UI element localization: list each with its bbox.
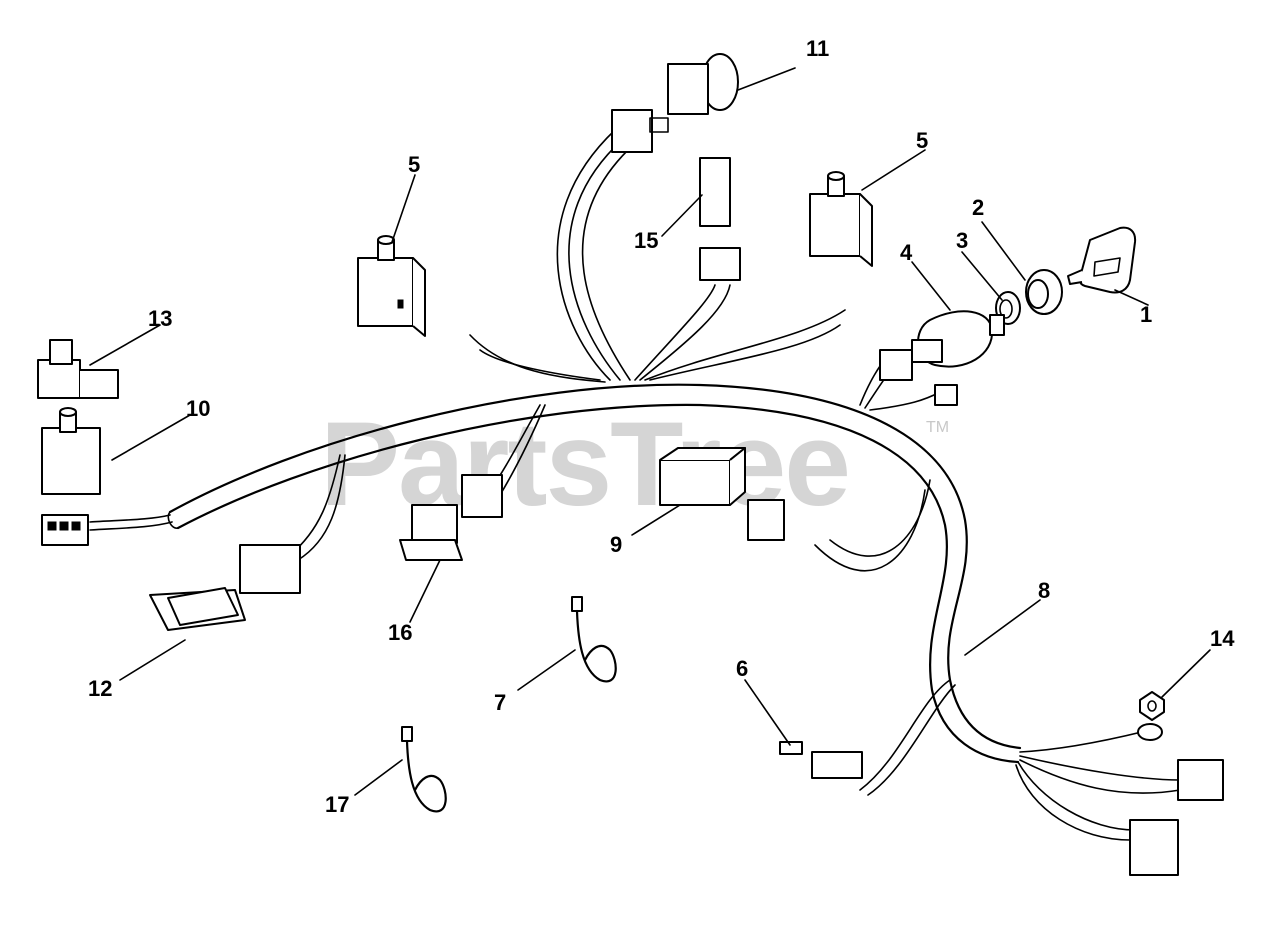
solenoid-part[interactable] (149, 544, 301, 631)
callout-3: 3 (956, 228, 968, 253)
callout-13: 13 (148, 306, 172, 331)
callout-7: 7 (494, 690, 506, 715)
fuse-part[interactable] (779, 741, 863, 779)
callout-5a: 5 (408, 152, 420, 177)
key-part[interactable] (1067, 226, 1137, 294)
relay-module-part[interactable] (659, 447, 785, 541)
switch-10-part[interactable] (41, 407, 101, 546)
harness-branch-wires (89, 129, 1181, 841)
ignition-switch-part[interactable] (879, 310, 1005, 406)
callout-12: 12 (88, 676, 112, 701)
switch-right-part[interactable] (809, 171, 873, 267)
ring-nut-part[interactable] (1025, 269, 1063, 315)
callout-15: 15 (634, 228, 658, 253)
cable-tie-7[interactable] (571, 596, 617, 683)
relay-16-part[interactable] (399, 474, 503, 561)
cable-tie-17[interactable] (401, 726, 447, 813)
callout-10: 10 (186, 396, 210, 421)
nut-part[interactable] (1137, 691, 1165, 741)
connector-15-part[interactable] (699, 157, 741, 281)
rear-connectors[interactable] (1129, 759, 1224, 876)
callout-2: 2 (972, 195, 984, 220)
callout-6: 6 (736, 656, 748, 681)
callout-9: 9 (610, 532, 622, 557)
callout-11: 11 (806, 36, 829, 61)
plunger-switch-part[interactable] (37, 339, 119, 399)
callout-5b: 5 (916, 128, 928, 153)
leader-lines (89, 67, 1211, 796)
switch-left-part[interactable] (357, 235, 426, 337)
callout-17: 17 (325, 792, 349, 817)
callout-16: 16 (388, 620, 412, 645)
callout-14: 14 (1210, 626, 1235, 651)
lamp-part[interactable] (611, 53, 739, 153)
callout-4: 4 (900, 240, 913, 265)
callout-1: 1 (1140, 302, 1152, 327)
watermark-trademark: TM (926, 419, 949, 436)
callout-8: 8 (1038, 578, 1050, 603)
